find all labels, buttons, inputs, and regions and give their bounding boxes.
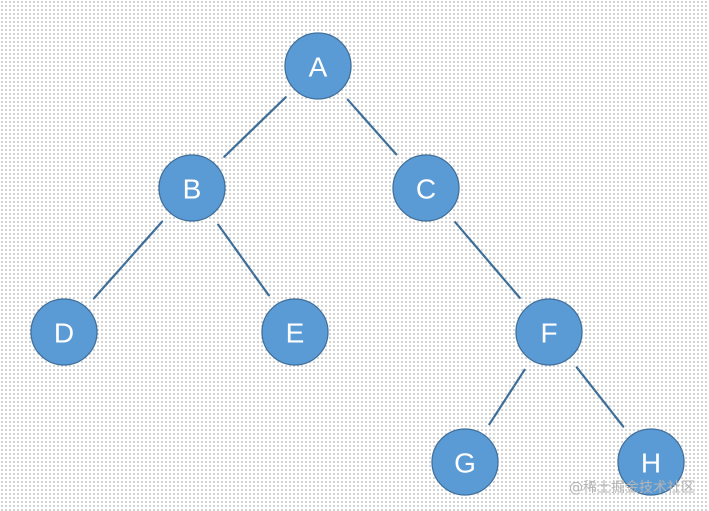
node-label: F — [540, 318, 557, 349]
edges-layer — [92, 96, 625, 428]
tree-node-c: C — [392, 154, 460, 222]
node-label: C — [416, 174, 436, 205]
node-circle — [515, 298, 583, 366]
tree-node-g: G — [431, 428, 499, 496]
tree-node-d: D — [30, 298, 98, 366]
node-circle — [30, 298, 98, 366]
tree-node-a: A — [284, 32, 352, 100]
tree-node-h: H — [617, 428, 685, 496]
node-circle — [261, 298, 329, 366]
tree-node-b: B — [158, 154, 226, 222]
edge-b-d — [92, 220, 164, 300]
nodes-layer: A B C D E F G H — [30, 32, 685, 496]
tree-node-f: F — [515, 298, 583, 366]
edge-a-c — [346, 98, 398, 156]
watermark: @稀土掘金技术社区 — [569, 480, 695, 496]
node-label: B — [183, 174, 202, 205]
tree-node-e: E — [261, 298, 329, 366]
node-label: D — [54, 318, 74, 349]
edge-a-b — [223, 96, 287, 158]
node-circle — [158, 154, 226, 222]
edge-f-g — [488, 368, 526, 426]
node-circle — [617, 428, 685, 496]
edge-c-f — [454, 221, 521, 299]
edge-f-h — [575, 366, 625, 428]
node-circle — [284, 32, 352, 100]
node-label: G — [454, 448, 476, 479]
node-label: A — [309, 52, 328, 83]
node-label: H — [641, 448, 661, 479]
node-circle — [392, 154, 460, 222]
node-circle — [431, 428, 499, 496]
edge-b-e — [217, 223, 270, 297]
node-label: E — [286, 318, 305, 349]
